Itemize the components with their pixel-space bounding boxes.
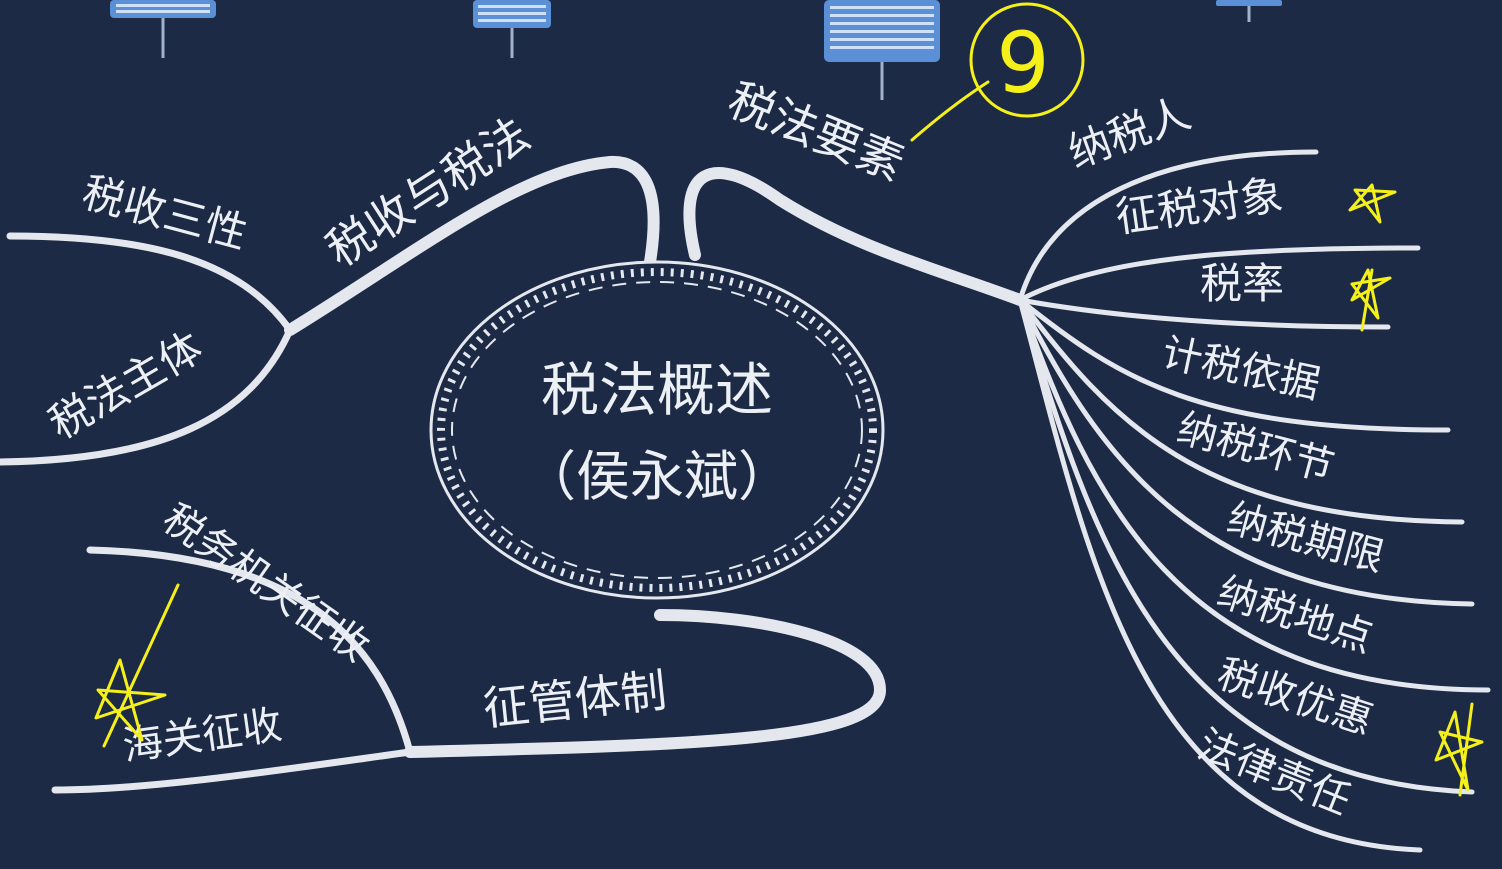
annotations: 9	[94, 2, 1484, 797]
lantern-4	[1216, 0, 1282, 22]
label-element-5: 纳税环节	[1172, 405, 1338, 491]
label-tax-three: 税收三性	[77, 167, 252, 258]
center-subtitle: （侯永斌）	[522, 445, 792, 508]
label-customs: 海关征收	[120, 702, 285, 770]
lantern-3	[824, 0, 940, 100]
top-lanterns	[110, 0, 1282, 100]
center-title: 税法概述	[541, 356, 773, 424]
label-management: 征管体制	[481, 663, 670, 736]
star-mark-icon	[94, 583, 180, 748]
branch-lines	[0, 149, 1491, 853]
lantern-2	[473, 0, 551, 58]
label-tax-authority: 税务机关征收	[154, 496, 377, 671]
star-mark-icon	[1350, 268, 1392, 332]
label-element-3: 税率	[1200, 259, 1284, 308]
label-element-7: 纳税地点	[1212, 569, 1378, 662]
circled-number: 9	[996, 14, 1049, 112]
circled-number-annotation: 9	[910, 2, 1085, 142]
lantern-1	[110, 0, 216, 58]
label-element-1: 纳税人	[1062, 88, 1197, 177]
star-mark-icon	[1348, 183, 1397, 224]
center-node: 税法概述 （侯永斌）	[429, 260, 885, 600]
label-element-8: 税收优惠	[1212, 651, 1378, 744]
star-mark-icon	[1434, 702, 1484, 797]
